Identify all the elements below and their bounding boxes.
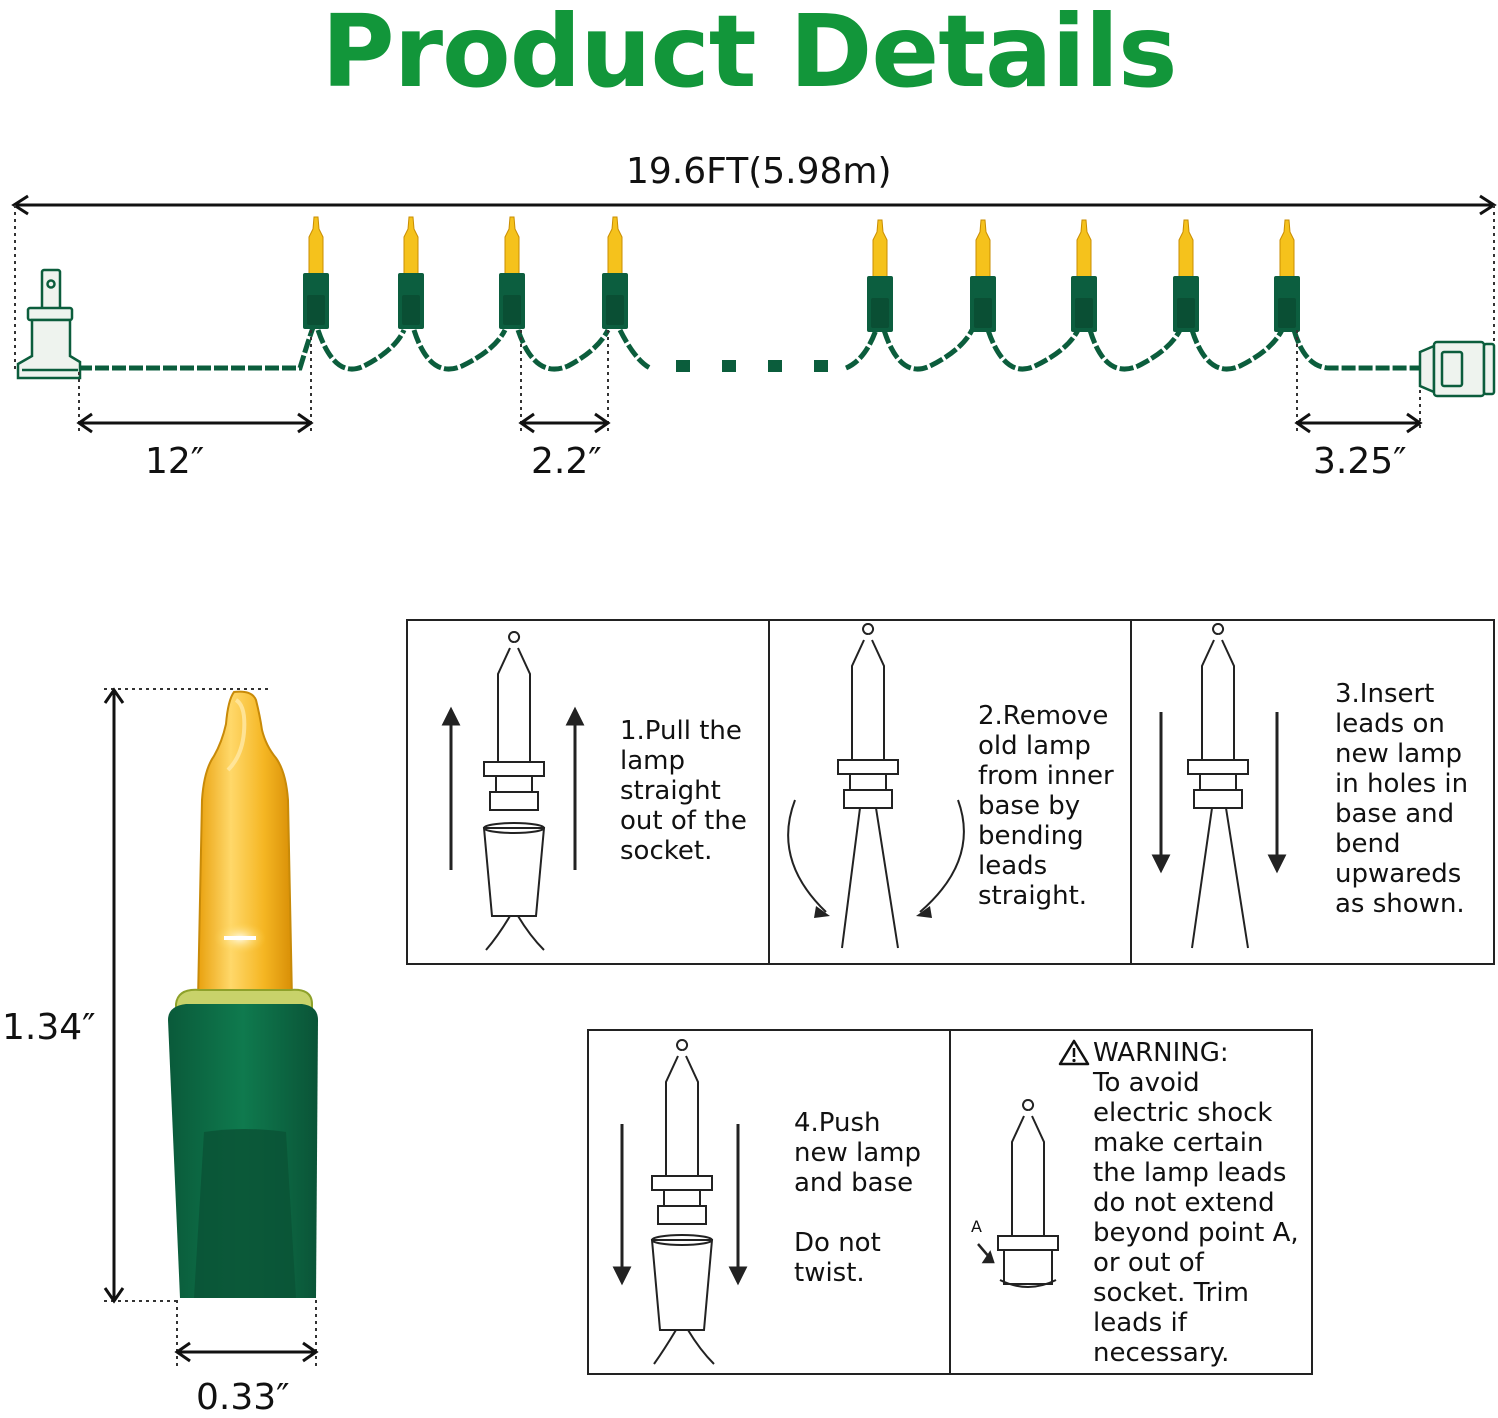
lead-out-label: 3.25″ <box>1313 441 1407 482</box>
female-connector-icon <box>1418 340 1496 398</box>
step-3-text: 3.Insert leads on new lamp in holes in b… <box>1335 679 1469 919</box>
string-wire <box>78 324 1424 372</box>
bulb-closeup <box>168 690 318 1298</box>
total-length-arrow <box>11 194 1497 216</box>
lead-in-label: 12″ <box>145 441 205 482</box>
point-a-label: A <box>971 1217 982 1236</box>
step-4-text: 4.Push new lamp and base Do not twist. <box>794 1108 921 1288</box>
continuation-dots <box>676 360 828 372</box>
warning-text: To avoid electric shock make certain the… <box>1093 1068 1299 1368</box>
spacing-label: 2.2″ <box>531 441 602 482</box>
warning-heading: WARNING: <box>1093 1038 1229 1068</box>
warning-triangle-icon <box>1058 1039 1090 1066</box>
page-title: Product Details <box>321 0 1177 110</box>
string-bulbs <box>302 216 1301 333</box>
step-2-text: 2.Remove old lamp from inner base by ben… <box>978 701 1114 911</box>
total-length-label: 19.6FT(5.98m) <box>626 151 892 192</box>
step4-illustration <box>650 1039 715 1365</box>
step2-illustration <box>787 623 965 949</box>
warning-illustration <box>997 1099 1059 1288</box>
step-1-text: 1.Pull the lamp straight out of the sock… <box>620 716 747 866</box>
instructions-panel-top <box>406 619 1495 965</box>
male-plug-icon <box>16 268 82 380</box>
bulb-height-label: 1.34″ <box>2 1007 96 1048</box>
step3-illustration <box>1187 623 1249 949</box>
bulb-width-label: 0.33″ <box>196 1377 290 1418</box>
step1-illustration <box>482 631 546 951</box>
